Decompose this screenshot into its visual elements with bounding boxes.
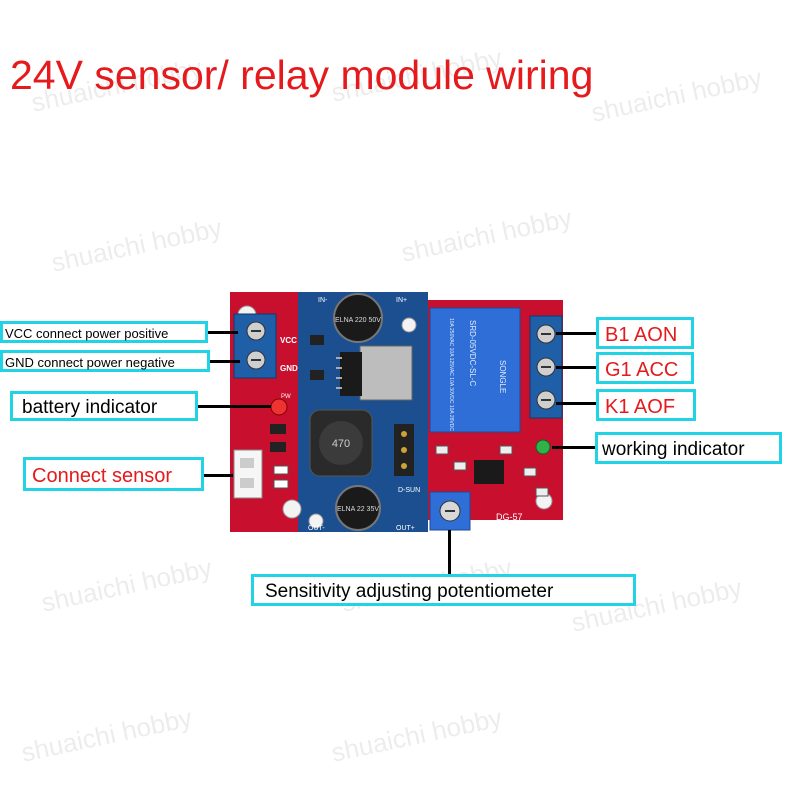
cap-top-label: ELNA 220 50V bbox=[335, 317, 381, 324]
regulator-ic bbox=[359, 345, 413, 401]
pin-in-right: IN+ bbox=[396, 297, 407, 304]
page-title: 24V sensor/ relay module wiring bbox=[10, 52, 594, 98]
pin-out-left: OUT- bbox=[308, 525, 325, 532]
leader-gnd bbox=[210, 360, 240, 363]
pin-d-sun: D-SUN bbox=[398, 487, 420, 494]
board-model: DG-57 bbox=[496, 512, 523, 522]
leader-vcc bbox=[208, 331, 238, 334]
label-gnd: GND connect power negative bbox=[0, 350, 210, 372]
leader-working bbox=[552, 446, 596, 449]
leader-k1 bbox=[556, 402, 596, 405]
silk-gnd: GND bbox=[280, 364, 298, 373]
leader-battery bbox=[197, 405, 271, 408]
leader-b1 bbox=[556, 332, 596, 335]
label-k1: K1 AOF bbox=[596, 389, 696, 421]
mount-hole bbox=[401, 317, 417, 333]
capacitor-bottom bbox=[335, 485, 381, 531]
label-b1: B1 AON bbox=[596, 317, 694, 349]
leader-pot bbox=[448, 530, 451, 574]
mount-hole bbox=[308, 513, 324, 529]
leader-g1 bbox=[556, 366, 596, 369]
label-working: working indicator bbox=[595, 432, 782, 464]
relay-model: SRD-05VDC-SL-C bbox=[468, 320, 477, 386]
inductor-label: 470 bbox=[332, 438, 350, 450]
sensor-connector bbox=[233, 449, 263, 499]
label-vcc: VCC connect power positive bbox=[0, 321, 208, 343]
comparator-ic bbox=[474, 460, 504, 484]
pin-in-left: IN- bbox=[318, 297, 328, 304]
relay bbox=[429, 307, 521, 433]
working-led bbox=[535, 439, 551, 455]
label-pot: Sensitivity adjusting potentiometer bbox=[251, 574, 636, 606]
cap-bottom-label: ELNA 22 35V bbox=[337, 506, 379, 513]
silk-vcc: VCC bbox=[280, 336, 297, 345]
relay-brand: SONGLE bbox=[498, 360, 507, 393]
label-sensor: Connect sensor bbox=[23, 457, 204, 491]
pin-out-right: OUT+ bbox=[396, 525, 415, 532]
label-g1: G1 ACC bbox=[596, 352, 694, 384]
mount-hole bbox=[282, 499, 302, 519]
silk-pw: PW bbox=[281, 394, 291, 400]
relay-rating: 10A 250VAC 10A 125VAC 10A 30VDC 10A 28VD… bbox=[448, 318, 454, 431]
label-battery: battery indicator bbox=[10, 391, 198, 421]
leader-sensor bbox=[203, 474, 233, 477]
battery-led bbox=[270, 398, 288, 416]
capacitor-top bbox=[333, 293, 383, 343]
